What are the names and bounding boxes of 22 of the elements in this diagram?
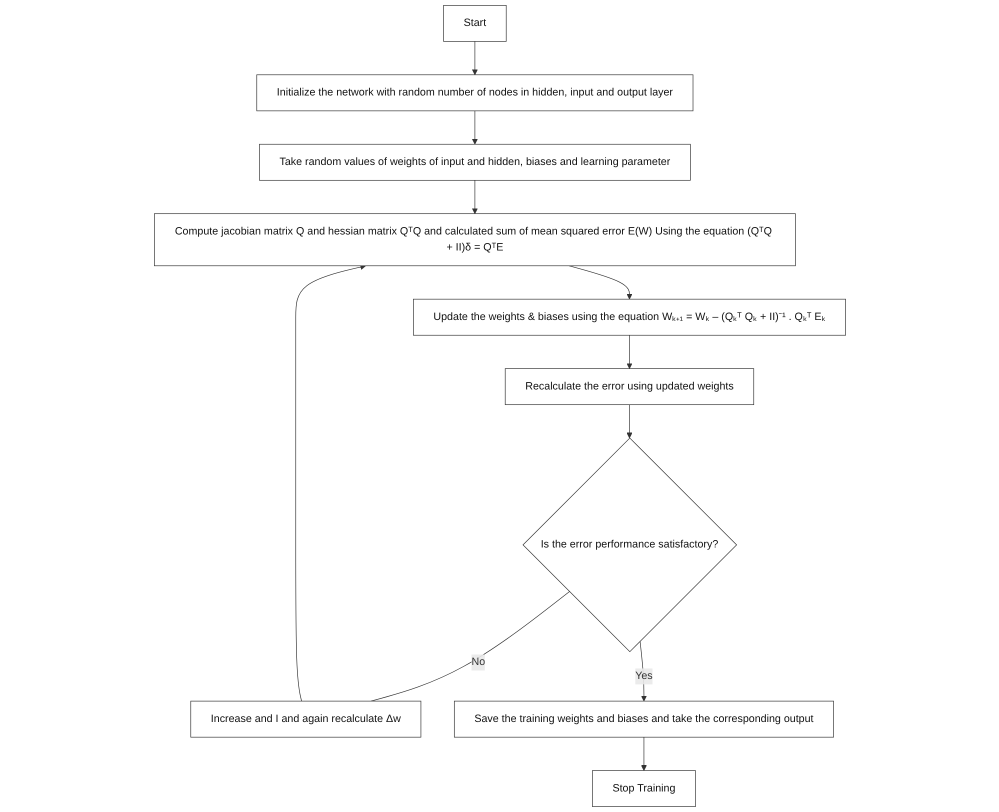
arrow [640,736,646,771]
arrow [626,404,632,438]
node-box: Take random values of weights of input and hidden, biases and learning parameter [258,144,690,181]
node-box: Recalculate the error using updated weights [504,368,754,406]
arrow [639,640,646,702]
node-box: Save the training weights and biases and take the corresponding output [454,700,834,738]
node-box: Initialize the network with random number of nodes in hidden, input and output layer [256,74,693,112]
connector [370,591,570,702]
arrow [568,265,632,300]
node-diamond: Is the error performance satisfactory? [522,438,737,652]
node-box: Compute jacobian matrix Q and hessian matrix QᵀQ and calculated sum of mean squared error E(W) Using the equation (QᵀQ + II)δ = QᵀE [154,213,796,266]
node-box: Update the weights & biases using the equation Wₖ₊₁ = Wₖ – (Qₖᵀ Qₖ + II)⁻¹ . Qₖᵀ Eₖ [412,298,846,336]
arrow [294,264,366,702]
node-box: Stop Training [592,770,696,807]
edge-label: Yes [634,670,652,682]
arrow [471,180,478,214]
arrow [626,334,632,369]
arrow [471,41,478,76]
arrow [471,110,478,145]
node-box: Increase and I and again recalculate Δw [190,700,421,738]
edge-label: No [471,656,485,668]
node-box: Start [442,5,506,42]
